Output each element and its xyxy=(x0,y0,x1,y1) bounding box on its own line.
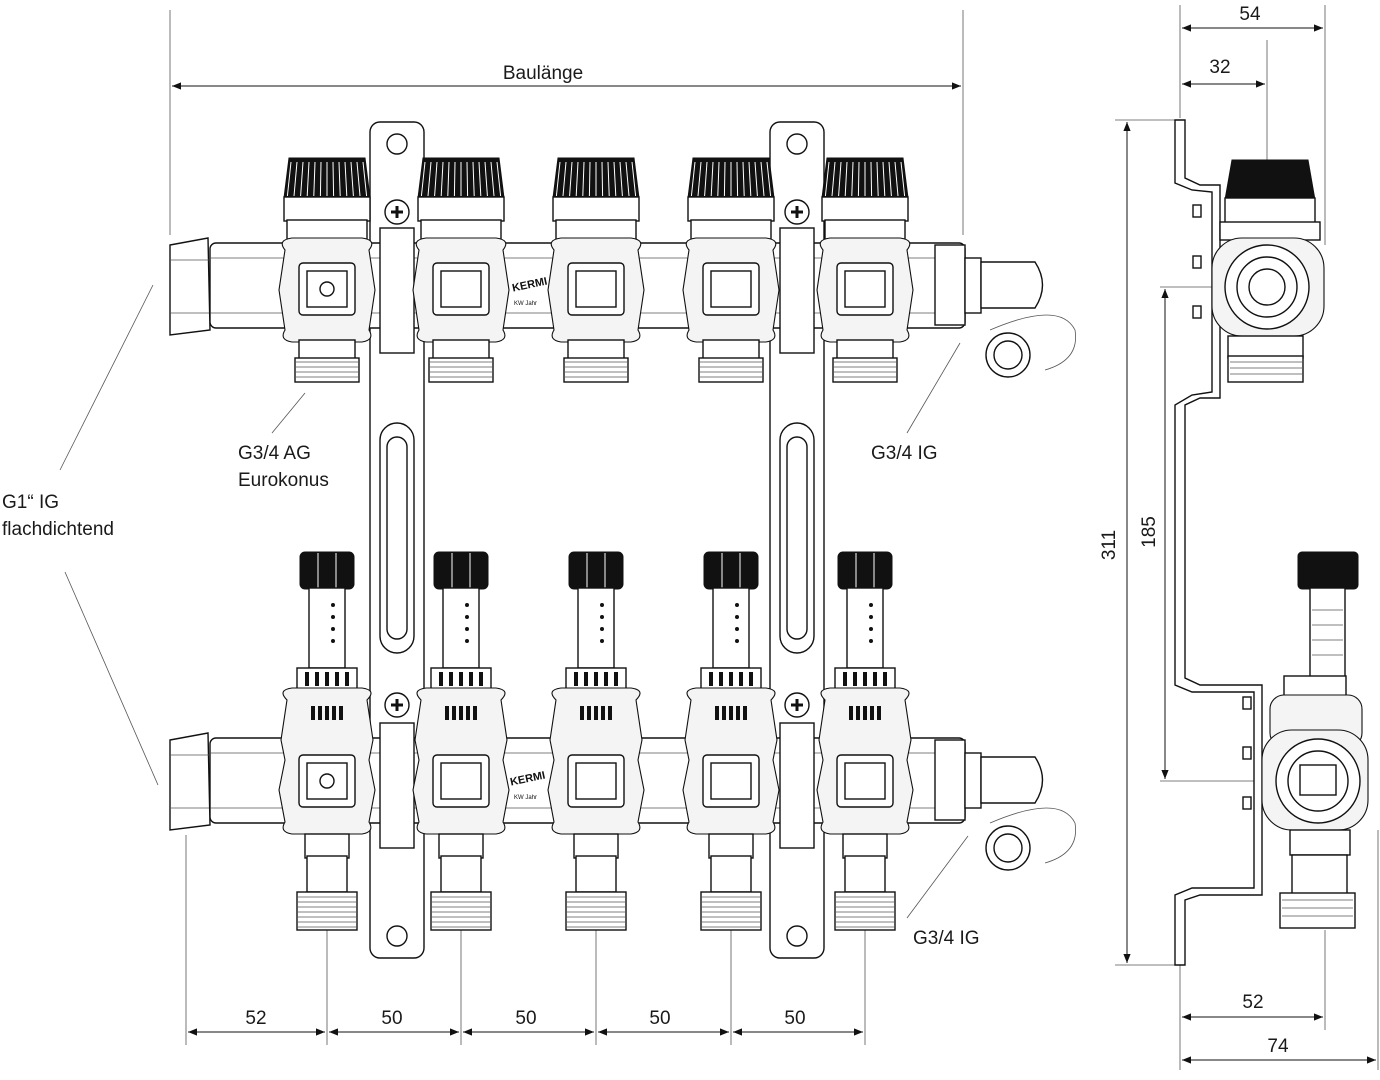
supply-valve-5 xyxy=(816,157,914,383)
end-piece-top-label: G3/4 IG xyxy=(871,443,938,464)
supply-valve-3 xyxy=(547,157,645,383)
side-view: 54 32 311 185 52 74 xyxy=(1099,4,1379,1070)
inlet-thread-sublabel: flachdichtend xyxy=(2,519,114,540)
side-view-return-valve xyxy=(1242,551,1369,929)
spacing-label-3: 50 xyxy=(515,1008,536,1029)
svg-text:KW Jahr: KW Jahr xyxy=(514,301,537,307)
front-view: KERMI KW Jahr KERMI KW Jahr Baulänge 52 … xyxy=(2,10,1077,1045)
side-view-supply-valve xyxy=(1192,159,1325,383)
return-valve-1 xyxy=(278,551,376,931)
inlet-thread-label: G1“ IG xyxy=(2,492,59,513)
supply-valve-1 xyxy=(278,157,376,383)
spacing-label-2: 50 xyxy=(381,1008,402,1029)
return-valve-2 xyxy=(412,551,510,931)
side-height-label: 311 xyxy=(1099,530,1120,560)
side-width-top-label: 54 xyxy=(1239,4,1261,25)
svg-text:KW Jahr: KW Jahr xyxy=(514,795,537,801)
spacing-label-4: 50 xyxy=(649,1008,670,1029)
circuit-spacing-dimensions: 52 50 50 50 50 xyxy=(188,1008,863,1036)
overall-length-label: Baulänge xyxy=(503,63,583,84)
side-axis-distance-label: 185 xyxy=(1139,516,1160,548)
side-width-bottom-outer-label: 74 xyxy=(1267,1036,1289,1057)
return-valve-4 xyxy=(682,551,780,931)
side-width-bottom-inner-label: 52 xyxy=(1242,992,1263,1013)
side-offset-top-label: 32 xyxy=(1209,57,1230,78)
supply-valve-4 xyxy=(682,157,780,383)
return-valve-3 xyxy=(547,551,645,931)
spacing-label-5: 50 xyxy=(784,1008,805,1029)
outlet-thread-label: G3/4 AG xyxy=(238,443,311,464)
thermostatic-valve-inserts xyxy=(278,157,914,383)
outlet-thread-sublabel: Eurokonus xyxy=(238,470,329,491)
end-piece-bottom-label: G3/4 IG xyxy=(913,928,980,949)
supply-valve-2 xyxy=(412,157,510,383)
flow-meter-inserts xyxy=(278,551,914,931)
return-valve-5 xyxy=(816,551,914,931)
spacing-label-1: 52 xyxy=(245,1008,266,1029)
